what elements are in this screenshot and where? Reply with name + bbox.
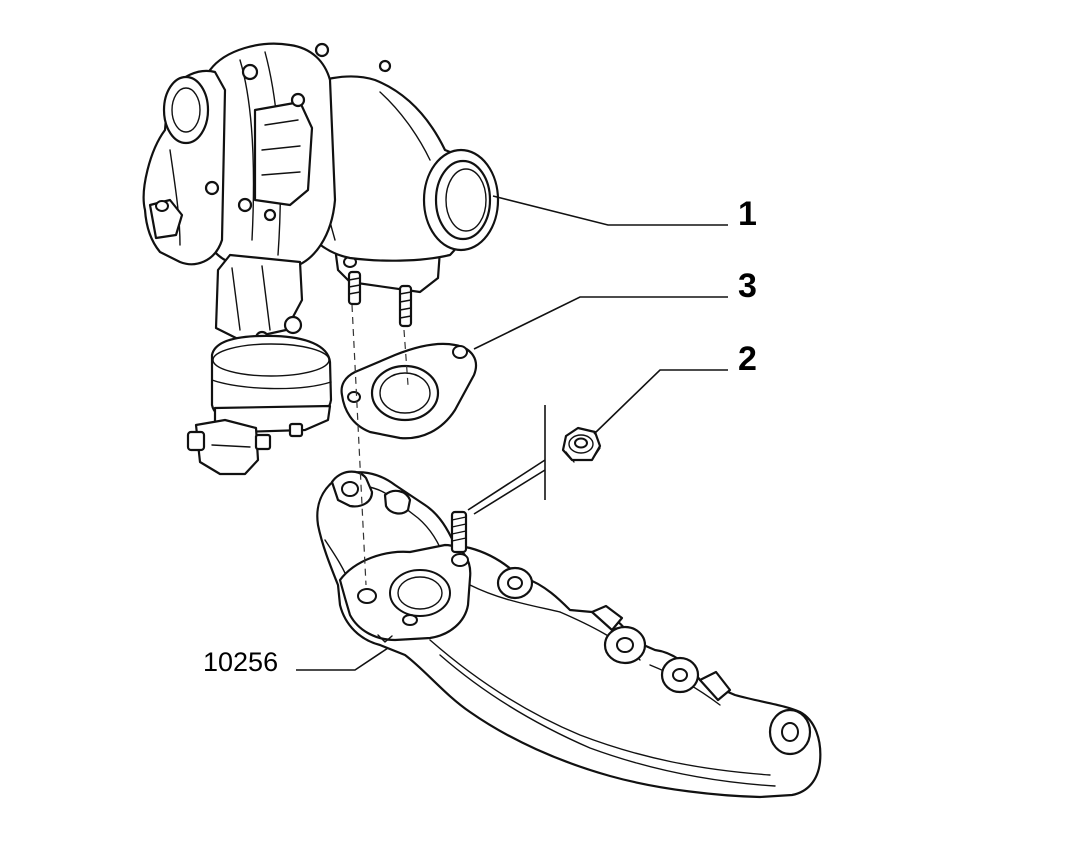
assembly-guides xyxy=(351,304,546,586)
turbo-outlet-flange xyxy=(422,148,500,252)
manifold-port-boss-4 xyxy=(768,708,812,756)
turbocharger xyxy=(142,42,500,476)
callout-number-turbocharger: 1 xyxy=(738,195,757,233)
actuator-connector xyxy=(186,418,304,476)
exhaust-gasket xyxy=(340,342,478,440)
manifold-port-boss-1 xyxy=(496,566,534,600)
manifold-port-boss-3 xyxy=(660,656,700,694)
manifold-port-boss-2 xyxy=(603,625,647,665)
turbo-stud-left xyxy=(347,270,362,306)
wastegate-actuator xyxy=(210,334,333,434)
hex-nut xyxy=(561,426,602,463)
manifold-stud xyxy=(450,510,468,554)
callout-number-gasket: 3 xyxy=(738,267,757,305)
turbo-stud-right xyxy=(398,284,413,328)
callout-number-nut: 2 xyxy=(738,340,757,378)
callout-leaders xyxy=(296,195,728,671)
exhaust-manifold xyxy=(316,470,822,799)
reference-number: 10256 xyxy=(203,647,278,677)
